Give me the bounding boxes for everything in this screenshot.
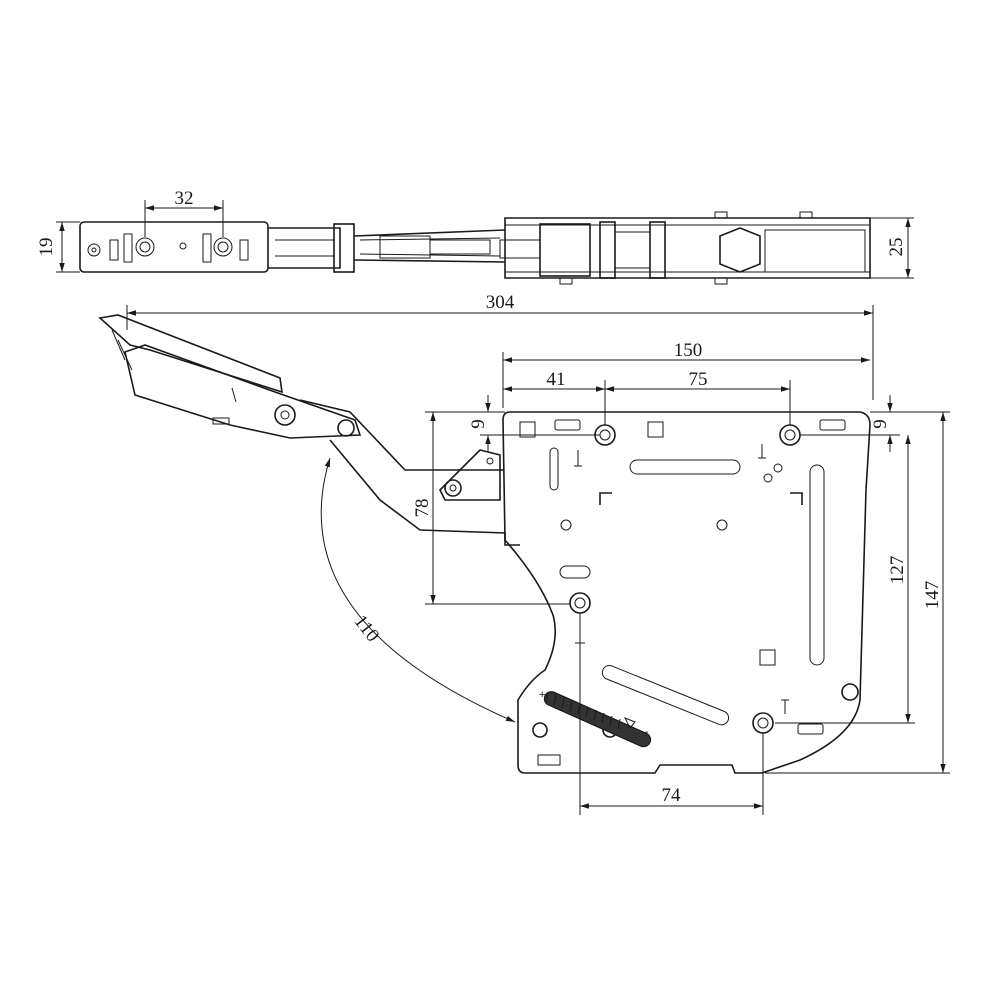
dim-hole-offset-label: 41 bbox=[547, 369, 566, 390]
lid-bracket bbox=[98, 314, 283, 394]
dim-plate-width-label: 150 bbox=[674, 340, 703, 361]
dim-top-offset-right-label: 9 bbox=[870, 419, 891, 429]
mounting-plate-top bbox=[79, 221, 269, 273]
side-view: + - 304 150 41 75 9 9 78 127 bbox=[98, 292, 950, 815]
dim-hole-spacing-label: 32 bbox=[175, 188, 194, 209]
dim-width-right-label: 25 bbox=[886, 238, 907, 257]
dim-top-offset-left-label: 9 bbox=[468, 419, 489, 429]
scale-minus-label: - bbox=[645, 726, 649, 738]
dim-pivot-height-label: 78 bbox=[412, 499, 433, 518]
dim-plate-height-label: 147 bbox=[922, 581, 943, 610]
tension-adjustment-scale[interactable]: + - bbox=[539, 689, 653, 749]
triangle-indicator-icon bbox=[623, 717, 636, 729]
top-view: 32 19 25 bbox=[36, 188, 914, 285]
dim-hole-height-label: 127 bbox=[887, 556, 908, 585]
pivot-icon bbox=[444, 479, 462, 497]
mounting-hole-icon bbox=[135, 237, 155, 257]
pivot-icon bbox=[274, 404, 296, 426]
dim-hole-spacing-top-label: 75 bbox=[689, 369, 708, 390]
mounting-hole-icon bbox=[779, 424, 801, 446]
scale-plus-label: + bbox=[539, 689, 545, 701]
hole-icon bbox=[87, 243, 101, 257]
dim-opening-radius-label: 110 bbox=[350, 611, 384, 646]
dim-overall-length-label: 304 bbox=[486, 292, 515, 313]
dim-width-left-label: 19 bbox=[36, 238, 57, 257]
mounting-hole-icon bbox=[752, 712, 774, 734]
dim-hole-spacing-bottom-label: 74 bbox=[662, 785, 682, 806]
mounting-hole-icon bbox=[569, 592, 591, 614]
mounting-hole-icon bbox=[213, 237, 233, 257]
main-plate bbox=[502, 411, 871, 774]
